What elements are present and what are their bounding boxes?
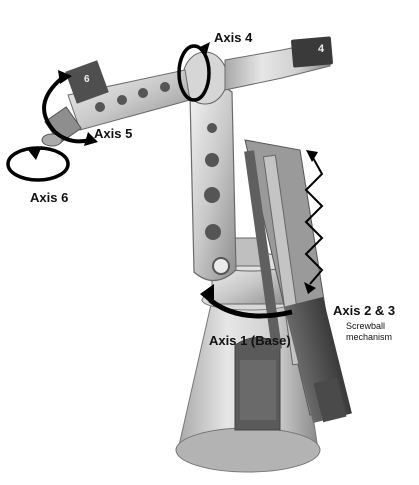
axis6-label: Axis 6 xyxy=(30,190,69,205)
screwball-actuator xyxy=(244,139,352,424)
axis6-rotation-arrow xyxy=(6,146,70,182)
axis23-label: Axis 2 & 3 xyxy=(333,303,396,318)
forearm-number: 4 xyxy=(318,43,325,55)
screwball-label-line2: mechanism xyxy=(346,332,393,342)
forearm: 4 xyxy=(224,36,333,91)
screwball-label-line1: Screwball xyxy=(346,321,386,331)
axis5-rotation-arrow xyxy=(42,70,98,146)
upper-arm xyxy=(189,83,237,282)
wrist-number: 6 xyxy=(84,74,90,85)
axis1-rotation-arrow xyxy=(200,284,293,319)
screwball-label: Screwball mechanism xyxy=(346,321,392,343)
axis4-rotation-arrow xyxy=(177,42,211,102)
wrist-link: 6 xyxy=(65,60,191,131)
axis1-label: Axis 1 (Base) xyxy=(209,333,291,348)
axis23-zigzag-arrow xyxy=(304,150,324,294)
end-effector xyxy=(41,106,82,147)
axis5-label: Axis 5 xyxy=(94,126,133,141)
axis4-label: Axis 4 xyxy=(214,30,253,45)
